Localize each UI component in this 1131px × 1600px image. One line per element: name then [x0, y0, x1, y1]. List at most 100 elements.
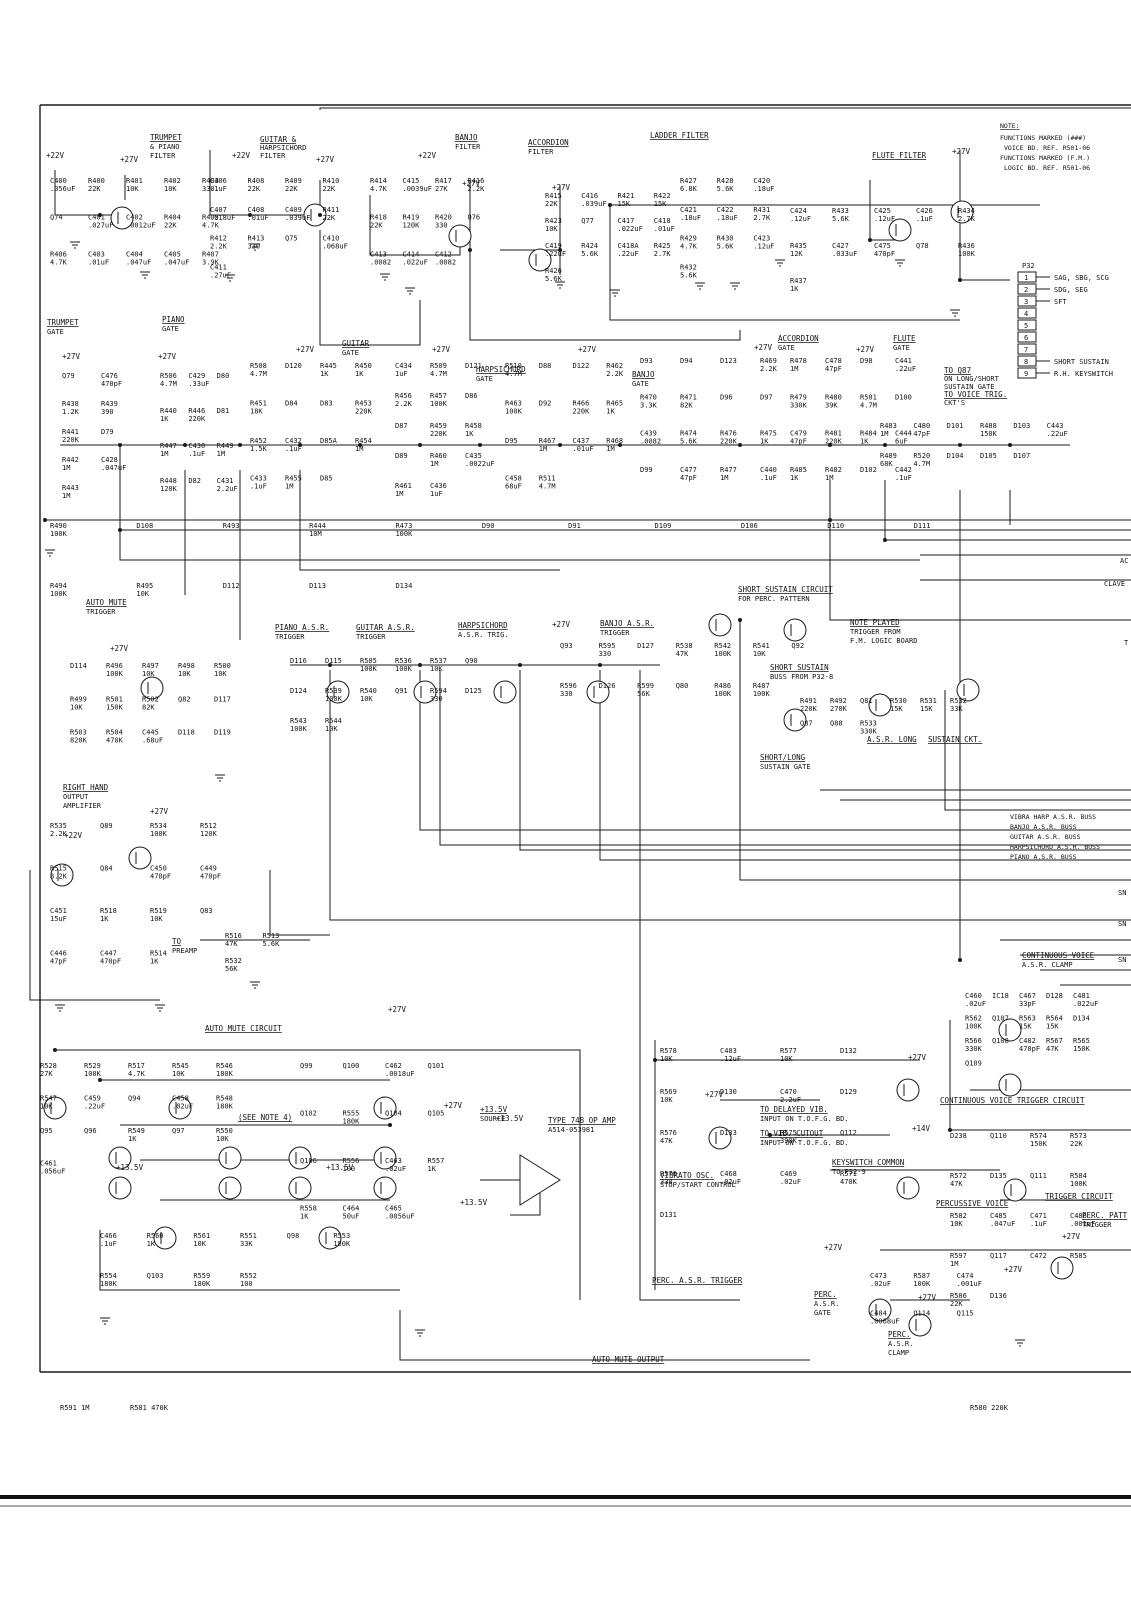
- section-piano-asr-0: PIANO A.S.R.: [275, 623, 329, 632]
- component-ref: C418A.22uF: [618, 242, 640, 258]
- ground-symbol: [775, 259, 785, 267]
- component-ref: C441.22uF: [895, 357, 916, 373]
- section-short-long-gate-0: SHORT/LONG: [760, 753, 806, 762]
- component-ref: C435.0022uF: [465, 452, 495, 468]
- component-ref: Q98: [287, 1232, 300, 1240]
- transistor-symbol: [896, 1078, 920, 1102]
- section-flute-filter: FLUTE FILTER: [872, 151, 927, 160]
- component-ref: D108: [136, 522, 153, 530]
- component-ref: C426.1uF: [916, 207, 933, 223]
- component-ref: D131: [660, 1211, 677, 1219]
- section-auto-mute-circuit: AUTO MUTE CIRCUIT: [205, 1024, 282, 1033]
- transistor-symbol: [326, 680, 350, 704]
- component-ref: D82: [188, 477, 201, 485]
- component-ref: Q109: [965, 1060, 982, 1068]
- edge-label-sn-2: SN: [1118, 920, 1126, 928]
- component-ref: C481.022uF: [1073, 992, 1098, 1008]
- transistor-symbol: [908, 1313, 932, 1337]
- ground-symbol: [100, 1317, 110, 1325]
- section-harpsichord-gate-0: HARPSICHORD: [476, 365, 526, 374]
- component-ref: Q93: [560, 642, 573, 650]
- component-ref: C411.27uF: [210, 263, 231, 279]
- component-ref: C412.0082: [435, 250, 456, 266]
- component-ref: D90: [482, 522, 495, 530]
- component-ref: C416.039uF: [581, 192, 606, 208]
- component-ref: Q88: [830, 720, 843, 728]
- ground-symbol: [70, 241, 80, 249]
- transistor-symbol: [288, 1146, 312, 1170]
- section-vibrato-1: STOP/START CONTROL: [660, 1181, 736, 1189]
- section-right-hand-amp-0: RIGHT HAND: [63, 783, 109, 792]
- transistor-symbol: [50, 863, 74, 887]
- section-piano-asr-1: TRIGGER: [275, 633, 305, 641]
- supply-rail-12: +27V: [432, 345, 451, 354]
- component-ref: C432.1uF: [285, 437, 302, 453]
- component-ref: C406.1uF: [210, 177, 227, 193]
- component-ref: C403.01uF: [88, 250, 109, 266]
- supply-rail-26: +27V: [705, 1090, 724, 1099]
- component-ref: Q91: [395, 687, 408, 695]
- section-short-sustain-0: SHORT SUSTAIN CIRCUIT: [738, 585, 833, 594]
- supply-rail-18: +27V: [150, 807, 169, 816]
- junction-dot: [653, 1058, 657, 1062]
- component-ref: Q90: [465, 657, 478, 665]
- section-right-hand-amp-2: AMPLIFIER: [63, 802, 102, 810]
- section-short-sustain-1: FOR PERC. PATTERN: [738, 595, 810, 603]
- connector-pin-number: 2: [1024, 286, 1028, 294]
- section-banjo-gate-1: GATE: [632, 380, 649, 388]
- transistor-symbol: [373, 1146, 397, 1170]
- section-to-voice-trig-0: TO VOICE TRIG.: [944, 390, 1007, 399]
- component-ref: C463.02uF: [385, 1157, 406, 1173]
- component-ref: C407.018uF: [210, 206, 235, 222]
- section-note-played-2: F.M. LOGIC BOARD: [850, 637, 917, 645]
- ground-symbol: [380, 273, 390, 281]
- section-harp-asr-1: A.S.R. TRIG.: [458, 631, 509, 639]
- transistor-symbol: [998, 1018, 1022, 1042]
- section-perc-patt-1: TRIGGER: [1082, 1221, 1112, 1229]
- junction-dot: [958, 443, 962, 447]
- junction-dot: [388, 1123, 392, 1127]
- section-perc-asr-trigger: PERC. A.S.R. TRIGGER: [652, 1276, 743, 1285]
- transistor-symbol: [318, 1226, 342, 1250]
- supply-rail-13: +27V: [578, 345, 597, 354]
- junction-dot: [43, 518, 47, 522]
- component-ref: C405.047uF: [164, 250, 189, 266]
- buss-labels: VIBRA HARP A.S.R. BUSS BANJO A.S.R. BUSS…: [1010, 813, 1100, 861]
- component-ref: D89: [395, 452, 408, 460]
- component-ref: C473.02uF: [870, 1272, 891, 1288]
- supply-rail-4: +22V: [418, 151, 437, 160]
- edge-label-sn-3: SN: [1118, 956, 1126, 964]
- ground-symbol: [250, 981, 260, 989]
- junction-dot: [883, 538, 887, 542]
